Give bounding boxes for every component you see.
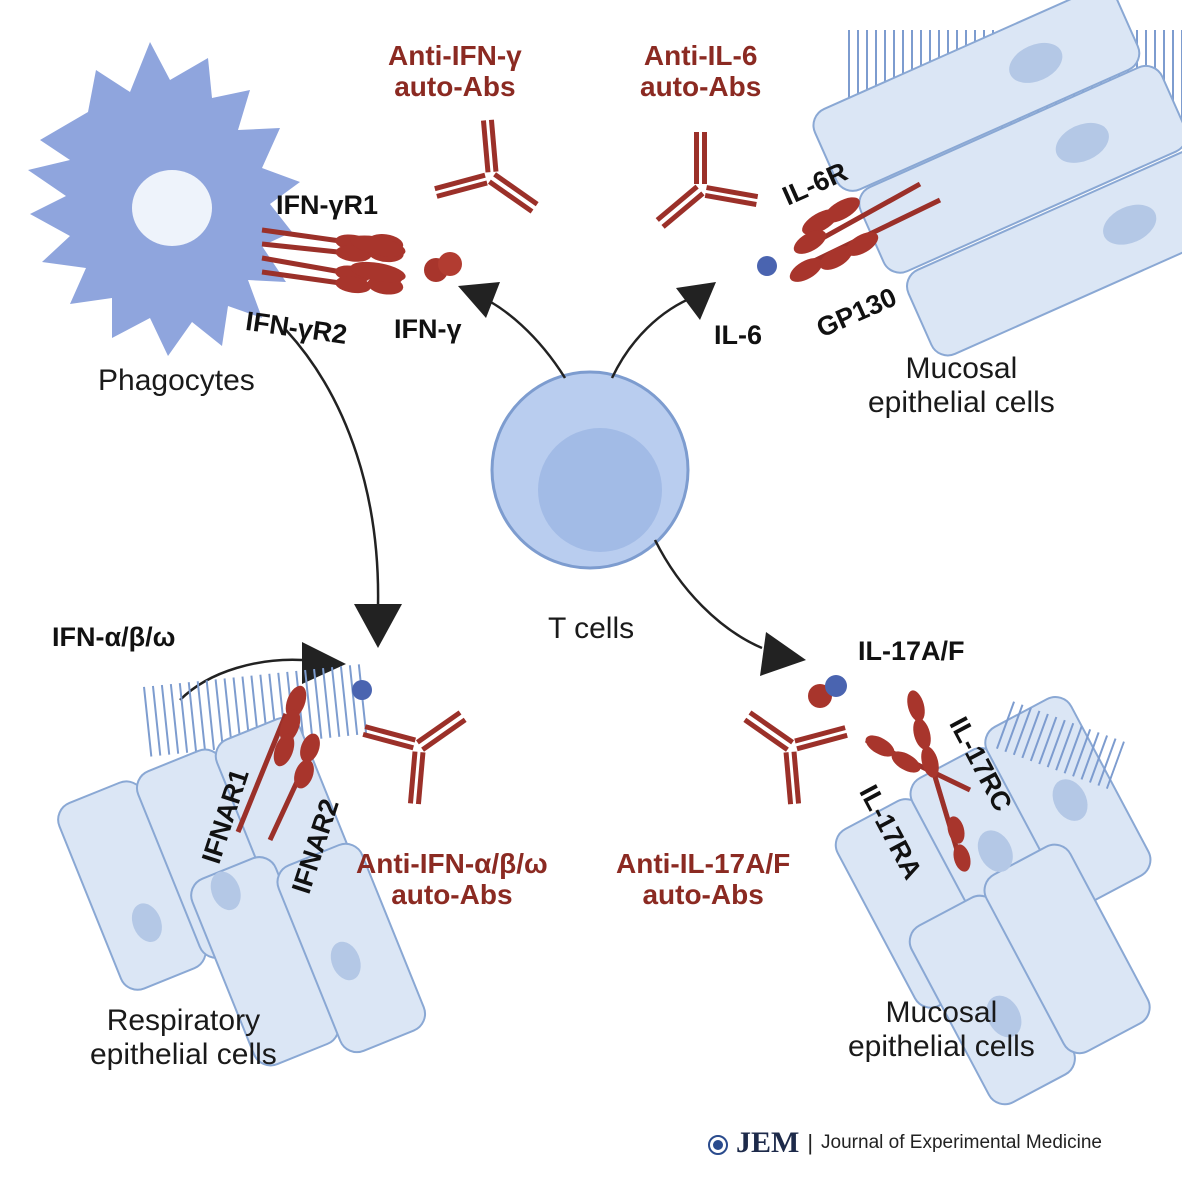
il6-label: IL-6 [714, 320, 763, 350]
ifnabw-ligand [352, 680, 372, 700]
arrowheads [302, 282, 806, 684]
journal-brand: JEM [736, 1126, 800, 1159]
phagocyte-cell [28, 42, 300, 356]
anti-ifnabw-antibody [357, 676, 491, 811]
phagocytes-label: Phagocytes [98, 364, 255, 397]
il17r-receptors [864, 690, 972, 872]
respiratory-epithelium [57, 663, 427, 1067]
jem-logo-icon [708, 1135, 728, 1155]
anti-ifng-antibody [429, 113, 563, 248]
anti-ifnabw-label: Anti-IFN-α/β/ω auto-Abs [356, 848, 548, 911]
anti-il17af-antibody [719, 676, 853, 811]
mucosal-top-label: Mucosal epithelial cells [868, 352, 1055, 419]
mucosal-epithelium-bottom [834, 696, 1152, 1106]
tcells-label: T cells [548, 612, 635, 645]
ifngr-receptors [260, 217, 406, 300]
journal-footer: JEM | Journal of Experimental Medicine [706, 1126, 1102, 1160]
footer-separator: | [807, 1130, 814, 1155]
mucosal-bottom-label: Mucosal epithelial cells [848, 996, 1035, 1063]
ifnar-receptors [235, 685, 320, 842]
journal-name: Journal of Experimental Medicine [821, 1132, 1102, 1153]
il17af-ligand [808, 675, 847, 708]
ifnabw-label: IFN-α/β/ω [52, 622, 176, 652]
respiratory-label: Respiratory epithelial cells [90, 1004, 277, 1071]
ifngr1-label: IFN-γR1 [276, 190, 379, 220]
t-cell [490, 370, 690, 570]
ifng-ligand [424, 252, 462, 282]
il6-ligand [757, 256, 777, 276]
anti-ifng-label: Anti-IFN-γ auto-Abs [388, 40, 522, 103]
anti-il6-label: Anti-IL-6 auto-Abs [640, 40, 762, 103]
mucosal-epithelium-top [812, 0, 1182, 357]
ifng-label: IFN-γ [394, 314, 462, 344]
il17af-label: IL-17A/F [858, 636, 965, 666]
anti-il6-antibody [629, 125, 765, 261]
anti-il17af-label: Anti-IL-17A/F auto-Abs [616, 848, 791, 911]
il6r-gp130-receptors [789, 181, 942, 282]
